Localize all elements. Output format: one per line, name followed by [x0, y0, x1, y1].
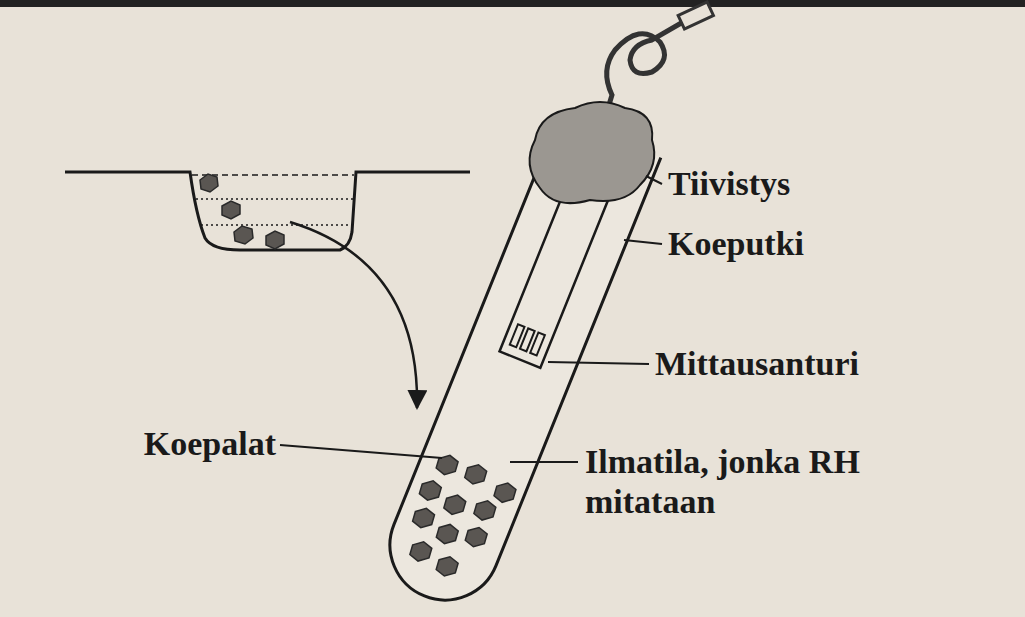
seal — [530, 102, 655, 203]
part-label: Ilmatila, jonka RH mitataan — [585, 442, 915, 522]
hole-samples — [200, 174, 284, 249]
leader-lines — [280, 176, 662, 462]
tube-samples — [393, 448, 520, 589]
top-band — [0, 0, 1025, 7]
depth-line — [196, 198, 354, 200]
surface-dash — [192, 174, 354, 176]
drill-hole — [65, 172, 470, 250]
sensor — [500, 175, 612, 368]
sensor-cable — [605, 22, 683, 118]
part-label: Mittausanturi — [655, 344, 859, 384]
depth-line — [201, 224, 353, 226]
part-label: Koeputki — [668, 224, 804, 264]
part-label: Koepalat — [144, 424, 276, 464]
transfer-arrow — [290, 222, 417, 408]
part-label: Tiivistys — [668, 164, 790, 204]
cable-connector — [678, 2, 713, 29]
